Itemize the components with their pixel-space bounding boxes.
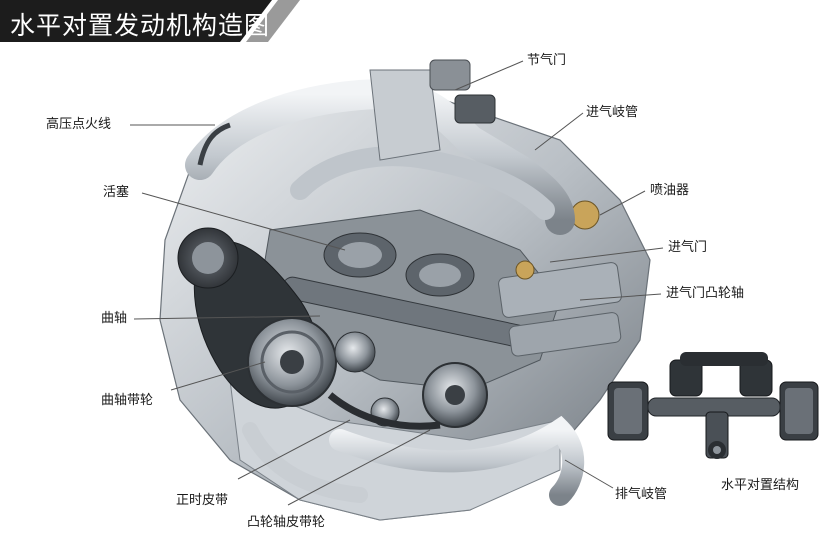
label-intake-manifold: 进气岐管 xyxy=(586,105,639,120)
intake-pipes xyxy=(185,59,575,235)
label-injector: 喷油器 xyxy=(650,183,690,198)
label-crank-pulley: 曲轴带轮 xyxy=(101,393,154,408)
label-exhaust-manifold: 排气岐管 xyxy=(615,487,668,502)
label-throttle: 节气门 xyxy=(527,53,567,68)
leader-intake-manifold xyxy=(534,112,584,151)
leader-piston xyxy=(141,192,346,251)
label-boxer-layout: 水平对置结构 xyxy=(721,478,800,493)
leader-lines xyxy=(130,60,664,506)
label-ignition-wire: 高压点火线 xyxy=(46,117,112,132)
label-timing-belt: 正时皮带 xyxy=(176,493,229,508)
diagram-title: 水平对置发动机构造图 xyxy=(10,11,271,40)
label-intake-camshaft: 进气门凸轮轴 xyxy=(666,286,745,301)
leader-timing-belt xyxy=(237,419,351,480)
label-piston: 活塞 xyxy=(103,185,130,200)
leader-crank-pulley xyxy=(170,361,266,391)
leader-injector xyxy=(599,190,646,216)
leader-cam-belt-pulley xyxy=(287,429,431,506)
front-pulleys xyxy=(177,227,488,430)
leader-intake-camshaft xyxy=(579,293,662,301)
boxer-structure-inset xyxy=(607,352,819,459)
title-banner xyxy=(0,0,300,42)
label-cam-belt-pulley: 凸轮轴皮带轮 xyxy=(247,515,326,530)
label-intake-valve: 进气门 xyxy=(668,240,708,255)
leader-throttle xyxy=(454,60,524,91)
leader-crankshaft xyxy=(133,315,321,320)
leader-intake-valve xyxy=(549,247,664,263)
leader-exhaust-manifold xyxy=(564,459,614,489)
label-crankshaft: 曲轴 xyxy=(101,311,128,326)
exhaust-manifold xyxy=(242,415,585,506)
